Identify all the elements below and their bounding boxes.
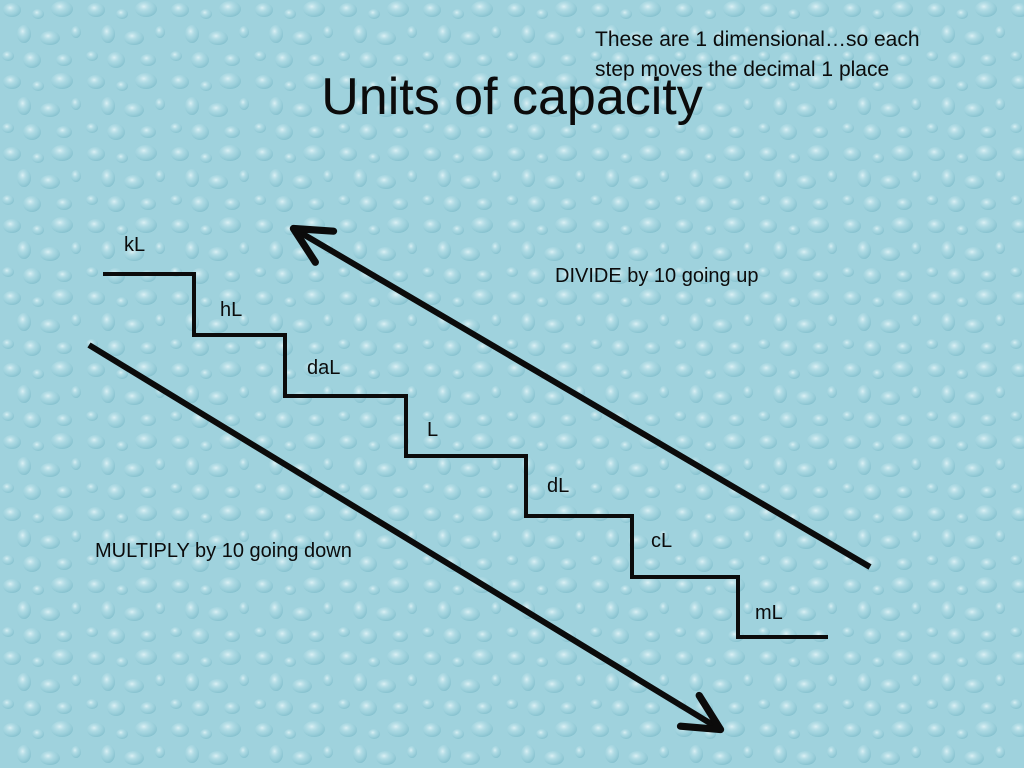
- multiply-label: MULTIPLY by 10 going down: [95, 540, 352, 562]
- down-arrow: [87, 342, 725, 734]
- side-note: These are 1 dimensional…so each step mov…: [595, 25, 920, 85]
- unit-label-hectolitre: hL: [220, 299, 243, 321]
- side-note-line-1: These are 1 dimensional…so each: [595, 28, 920, 51]
- unit-label-kilolitre: kL: [124, 234, 146, 256]
- up-arrow: [289, 224, 872, 570]
- unit-label-litre: L: [427, 419, 439, 441]
- unit-label-millilitre: mL: [755, 602, 783, 624]
- slide-title: Units of capacity: [321, 68, 703, 126]
- unit-label-centilitre: cL: [651, 530, 673, 552]
- divide-label: DIVIDE by 10 going up: [555, 265, 759, 287]
- side-note-line-2: step moves the decimal 1 place: [595, 58, 890, 81]
- unit-label-decalitre: daL: [307, 357, 341, 379]
- staircase-steps: [103, 272, 828, 639]
- unit-label-decilitre: dL: [547, 475, 570, 497]
